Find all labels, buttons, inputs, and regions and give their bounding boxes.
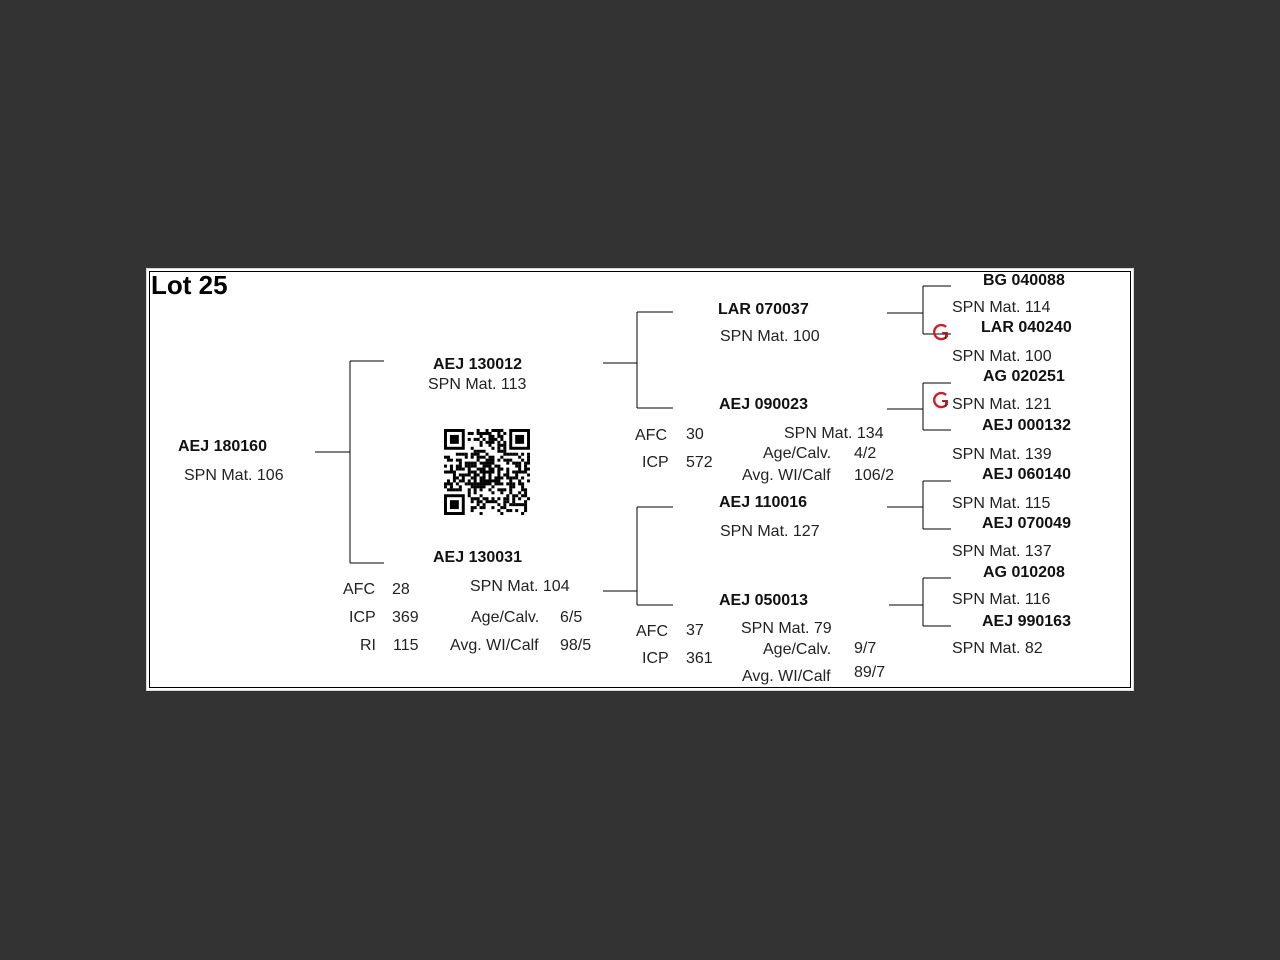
ss-spn: SPN Mat. 100 [720,328,820,345]
sd-icp-value: 572 [686,454,713,471]
pedigree-card: Lot 25 AEJ 180160 SPN Mat. 106 AEJ 13001… [146,268,1134,691]
qr-code-icon [444,429,531,516]
gg-6-id: AEJ 070049 [982,515,1071,532]
gg-2-id: LAR 040240 [981,319,1072,336]
svg-text:T: T [943,332,948,341]
gt-logo-icon: T [933,323,948,341]
sd-wi-label: Avg. WI/Calf [742,467,831,484]
dam-afc-label: AFC [343,581,375,598]
gg-3-spn: SPN Mat. 121 [952,396,1052,413]
gg-8-spn: SPN Mat. 82 [952,640,1043,657]
pedigree-connector-lines [315,285,951,627]
subject-spn: SPN Mat. 106 [184,467,284,484]
dd-age-label: Age/Calv. [763,641,832,658]
dam-wi-label: Avg. WI/Calf [450,637,539,654]
dd-afc-label: AFC [636,623,668,640]
dd-icp-label: ICP [642,650,669,667]
gg-2-spn: SPN Mat. 100 [952,348,1052,365]
dam-afc-value: 28 [392,581,410,598]
gt-logo-icon: T [933,391,948,409]
dam-ri-label: RI [360,637,376,654]
gg-1-id: BG 040088 [983,272,1065,289]
svg-text:T: T [943,400,948,409]
dd-afc-value: 37 [686,622,704,639]
sd-spn: SPN Mat. 134 [784,425,884,442]
gg-6-spn: SPN Mat. 137 [952,543,1052,560]
sd-age-label: Age/Calv. [763,445,832,462]
dd-icp-value: 361 [686,650,713,667]
gg-7-id: AG 010208 [983,564,1065,581]
pedigree-frame [149,271,1131,688]
gg-7-spn: SPN Mat. 116 [952,591,1051,608]
gg-5-spn: SPN Mat. 115 [952,495,1051,512]
sd-wi-value: 106/2 [854,467,895,484]
sd-icp-label: ICP [642,454,669,471]
dam-wi-value: 98/5 [560,637,592,654]
gg-1-spn: SPN Mat. 114 [952,299,1051,316]
dd-age-value: 9/7 [854,640,877,657]
dd-wi-value: 89/7 [854,664,886,681]
sd-id: AEJ 090023 [719,396,808,413]
dam-id: AEJ 130031 [433,549,522,566]
ss-id: LAR 070037 [718,301,809,318]
lot-title: Lot 25 [151,270,228,300]
dam-age-label: Age/Calv. [471,609,540,626]
gg-4-id: AEJ 000132 [982,417,1071,434]
ds-spn: SPN Mat. 127 [720,523,820,540]
dd-id: AEJ 050013 [719,592,808,609]
dd-wi-label: Avg. WI/Calf [742,668,831,685]
gg-8-id: AEJ 990163 [982,613,1071,630]
sire-spn: SPN Mat. 113 [428,376,527,393]
sire-id: AEJ 130012 [433,356,522,373]
sd-afc-label: AFC [635,427,667,444]
sd-age-value: 4/2 [854,445,877,462]
dam-icp-value: 369 [392,609,419,626]
dam-ri-value: 115 [393,637,419,654]
gg-3-id: AG 020251 [983,368,1065,385]
subject-id: AEJ 180160 [178,438,267,455]
dam-icp-label: ICP [349,609,376,626]
ds-id: AEJ 110016 [719,494,808,511]
gg-5-id: AEJ 060140 [982,466,1071,483]
dam-age-value: 6/5 [560,609,583,626]
sd-afc-value: 30 [686,426,704,443]
gg-4-spn: SPN Mat. 139 [952,446,1052,463]
dam-spn: SPN Mat. 104 [470,578,570,595]
dd-spn: SPN Mat. 79 [741,620,832,637]
